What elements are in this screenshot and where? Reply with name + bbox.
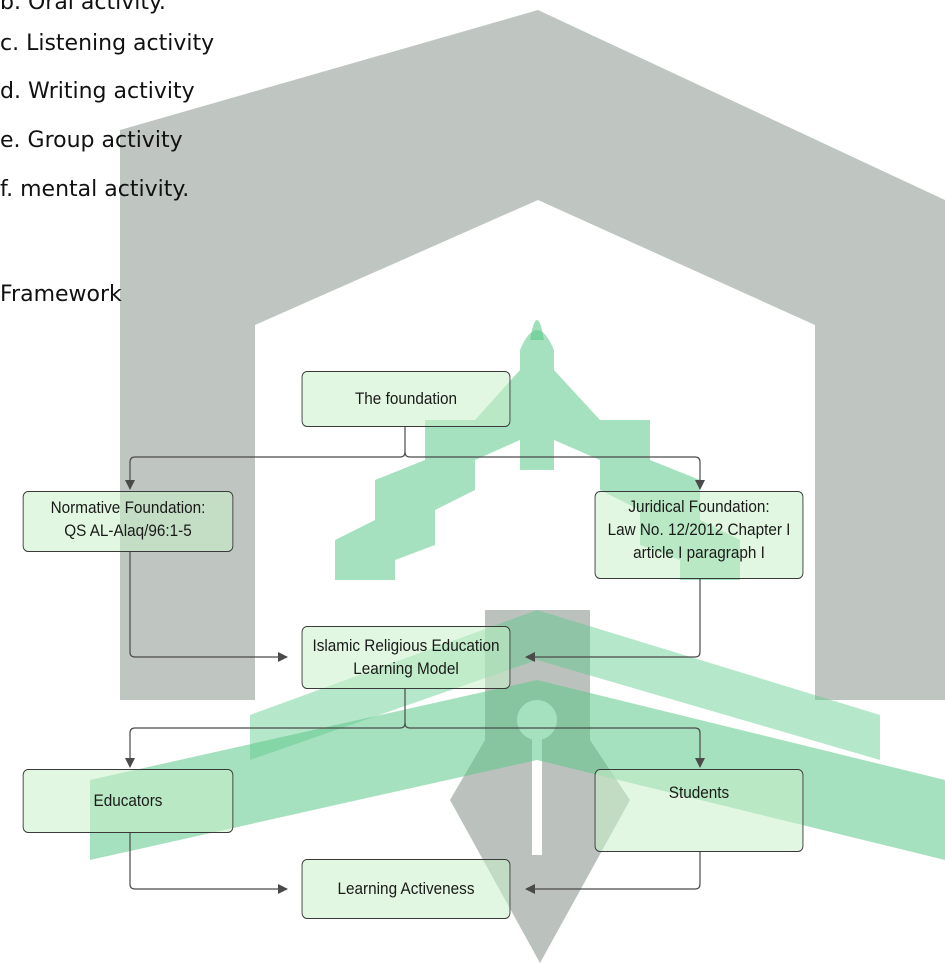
watermark-mosque-spire — [530, 320, 544, 340]
juridical-line-3: article I paragraph I — [633, 542, 765, 562]
list-item-writing: d. Writing activity — [0, 79, 195, 104]
box-learning-activeness: Learning Activeness — [301, 859, 511, 919]
list-item-group: e. Group activity — [0, 128, 183, 153]
list-item-listening: c. Listening activity — [0, 31, 215, 56]
connector-students-to-activeness — [525, 852, 701, 894]
watermark-nib-slit — [532, 735, 542, 855]
connector-foundation-right — [404, 451, 705, 490]
box-juridical-foundation: Juridical Foundation: Law No. 12/2012 Ch… — [594, 491, 804, 579]
model-line-2: Learning Model — [353, 658, 459, 678]
normative-line-2: QS AL-Alaq/96:1-5 — [64, 520, 192, 540]
connector-juridical-to-model — [525, 579, 701, 662]
box-the-foundation: The foundation — [301, 371, 511, 427]
box-students: Students — [594, 769, 804, 852]
connector-normative-to-model — [129, 552, 288, 662]
connector-model-to-students — [404, 722, 705, 768]
activeness-label: Learning Activeness — [337, 878, 475, 898]
connector-model-to-educators — [125, 689, 406, 768]
normative-line-1: Normative Foundation: — [50, 498, 206, 517]
list-item-oral: b. Oral activity. — [0, 0, 166, 15]
watermark-hexagon-frame — [120, 10, 945, 700]
watermark-mosque — [335, 330, 740, 580]
connector-foundation-stem — [125, 427, 406, 490]
list-item-mental: f. mental activity. — [0, 177, 190, 202]
connector-educators-to-activeness — [129, 833, 288, 894]
box-normative-foundation: Normative Foundation: QS AL-Alaq/96:1-5 — [22, 491, 234, 552]
model-line-1: Islamic Religious Education — [312, 635, 500, 655]
foundation-label: The foundation — [354, 388, 458, 408]
box-educators: Educators — [22, 769, 234, 833]
educators-label: Educators — [93, 790, 163, 810]
juridical-line-2: Law No. 12/2012 Chapter I — [607, 519, 791, 539]
juridical-line-1: Juridical Foundation: — [628, 497, 770, 516]
students-label: Students — [668, 783, 730, 802]
box-learning-model: Islamic Religious Education Learning Mod… — [301, 626, 511, 689]
section-heading-framework: Framework — [0, 282, 122, 307]
